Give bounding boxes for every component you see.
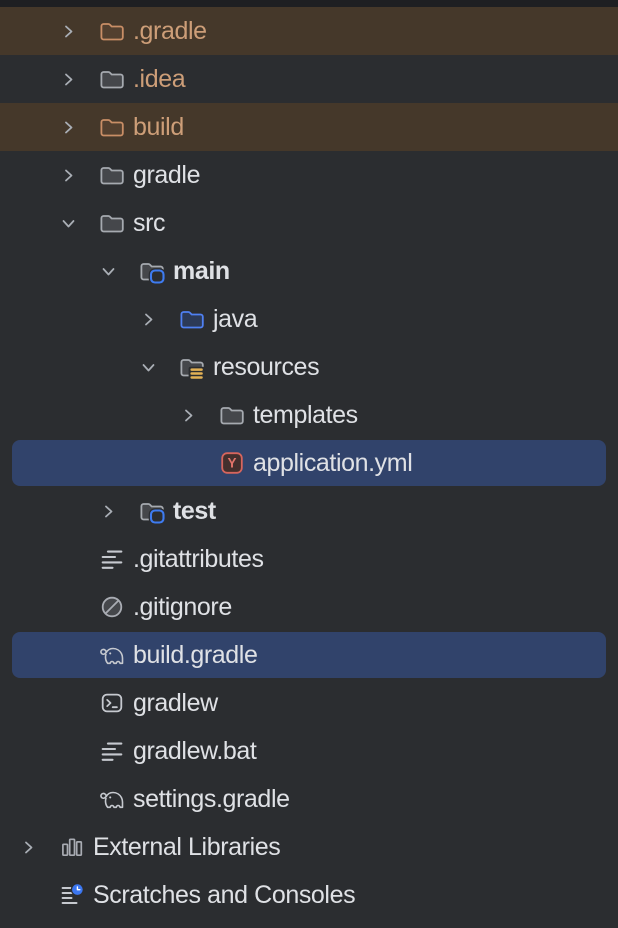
tree-item-application-yml[interactable]: application.yml	[0, 439, 618, 487]
chevron-right-icon[interactable]	[180, 407, 218, 424]
java-source-folder-icon	[178, 307, 206, 332]
chevron-right-icon[interactable]	[100, 503, 138, 520]
yaml-file-icon	[218, 451, 246, 475]
tree-item-label: gradlew.bat	[133, 737, 257, 765]
tree-item-label: build.gradle	[133, 641, 258, 669]
tree-item-label: External Libraries	[93, 833, 281, 861]
tree-item-main[interactable]: main	[0, 247, 618, 295]
folder-icon	[98, 163, 126, 188]
tree-item-label: resources	[213, 353, 320, 381]
ignored-file-icon	[98, 595, 126, 619]
tree-item-build[interactable]: build	[0, 103, 618, 151]
tree-item-label: Scratches and Consoles	[93, 881, 356, 909]
tree-item-dot-idea[interactable]: .idea	[0, 55, 618, 103]
tree-item-label: java	[213, 305, 258, 333]
gradle-file-icon	[98, 788, 126, 810]
external-libraries-icon	[58, 835, 86, 859]
tree-item-label: .idea	[133, 65, 186, 93]
tree-item-test[interactable]: test	[0, 487, 618, 535]
resources-folder-icon	[178, 355, 206, 380]
chevron-right-icon[interactable]	[60, 71, 98, 88]
source-root-folder-icon	[138, 259, 166, 284]
tree-item-label: gradlew	[133, 689, 218, 717]
tree-item-gradlew-bat[interactable]: gradlew.bat	[0, 727, 618, 775]
folder-icon	[98, 67, 126, 92]
chevron-right-icon[interactable]	[60, 167, 98, 184]
tree-item-gradlew[interactable]: gradlew	[0, 679, 618, 727]
chevron-down-icon[interactable]	[140, 359, 178, 376]
tree-item-resources[interactable]: resources	[0, 343, 618, 391]
tree-item-src[interactable]: src	[0, 199, 618, 247]
chevron-right-icon[interactable]	[60, 23, 98, 40]
tree-item-label: .gitattributes	[133, 545, 264, 573]
panel-top-divider	[0, 0, 618, 7]
tree-item-label: gradle	[133, 161, 201, 189]
tree-item-label: settings.gradle	[133, 785, 290, 813]
chevron-right-icon[interactable]	[140, 311, 178, 328]
chevron-right-icon[interactable]	[60, 119, 98, 136]
tree-item-label: test	[173, 497, 216, 525]
gradle-file-icon	[98, 644, 126, 666]
chevron-down-icon[interactable]	[100, 263, 138, 280]
project-tree: .gradle .idea build gradle src main java…	[0, 7, 618, 919]
tree-item-label: application.yml	[253, 449, 413, 477]
text-file-icon	[98, 739, 126, 763]
tree-item-label: .gitignore	[133, 593, 232, 621]
tree-item-templates[interactable]: templates	[0, 391, 618, 439]
tree-item-dot-gradle[interactable]: .gradle	[0, 7, 618, 55]
chevron-right-icon[interactable]	[20, 839, 58, 856]
tree-item-settings-gradle[interactable]: settings.gradle	[0, 775, 618, 823]
source-root-folder-icon	[138, 499, 166, 524]
tree-item-external-libraries[interactable]: External Libraries	[0, 823, 618, 871]
folder-icon	[98, 211, 126, 236]
tree-item-gitattributes[interactable]: .gitattributes	[0, 535, 618, 583]
tree-item-gitignore[interactable]: .gitignore	[0, 583, 618, 631]
terminal-file-icon	[98, 691, 126, 715]
text-file-icon	[98, 547, 126, 571]
tree-item-label: main	[173, 257, 230, 285]
tree-item-java[interactable]: java	[0, 295, 618, 343]
tree-item-label: src	[133, 209, 166, 237]
folder-excluded-icon	[98, 19, 126, 44]
tree-item-label: build	[133, 113, 184, 141]
tree-item-scratches-consoles[interactable]: Scratches and Consoles	[0, 871, 618, 919]
chevron-down-icon[interactable]	[60, 215, 98, 232]
tree-item-build-gradle[interactable]: build.gradle	[0, 631, 618, 679]
folder-excluded-icon	[98, 115, 126, 140]
tree-item-label: templates	[253, 401, 358, 429]
tree-item-label: .gradle	[133, 17, 207, 45]
scratches-consoles-icon	[58, 883, 86, 907]
tree-item-gradle[interactable]: gradle	[0, 151, 618, 199]
folder-icon	[218, 403, 246, 428]
